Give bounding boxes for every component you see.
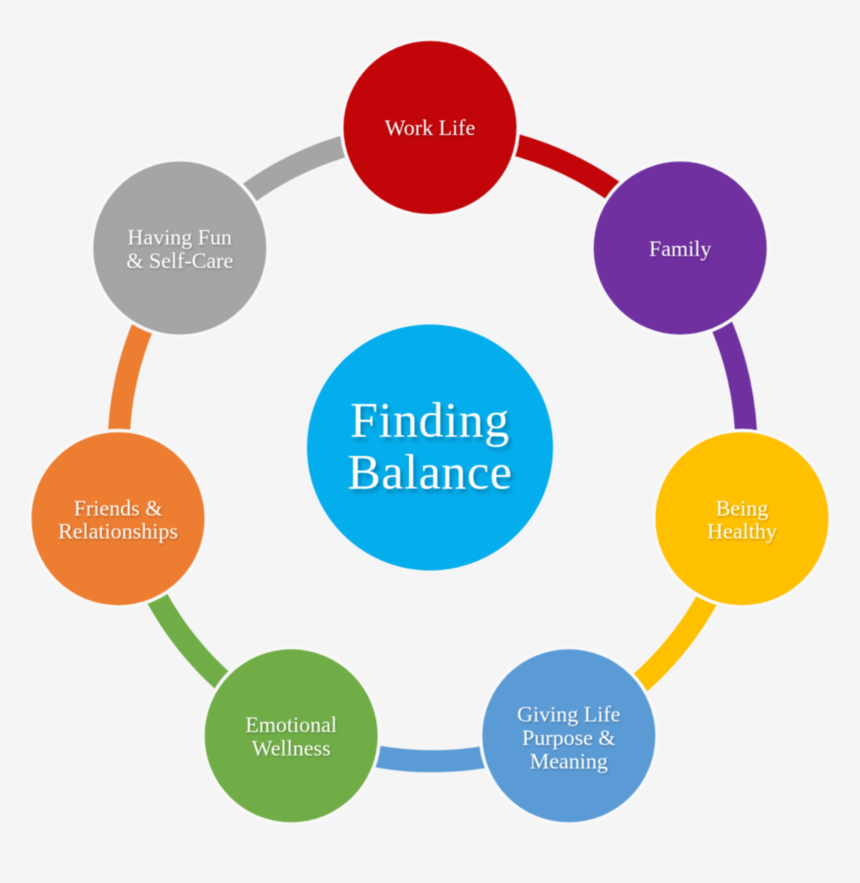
svg-text:& Self-Care: & Self-Care — [126, 248, 233, 273]
svg-text:Purpose &: Purpose & — [522, 725, 616, 750]
svg-text:Friends &: Friends & — [74, 495, 163, 520]
svg-text:Wellness: Wellness — [252, 736, 331, 761]
svg-text:Healthy: Healthy — [707, 519, 777, 544]
svg-text:Meaning: Meaning — [530, 748, 608, 773]
svg-text:Work Life: Work Life — [385, 115, 475, 140]
svg-text:Emotional: Emotional — [245, 712, 337, 737]
svg-text:Balance: Balance — [347, 444, 512, 500]
svg-text:Being: Being — [716, 495, 769, 520]
svg-text:Finding: Finding — [350, 392, 510, 448]
svg-text:Relationships: Relationships — [58, 519, 178, 544]
svg-text:Giving Life: Giving Life — [517, 702, 620, 727]
svg-text:Family: Family — [649, 236, 711, 261]
svg-text:Having Fun: Having Fun — [128, 224, 233, 249]
